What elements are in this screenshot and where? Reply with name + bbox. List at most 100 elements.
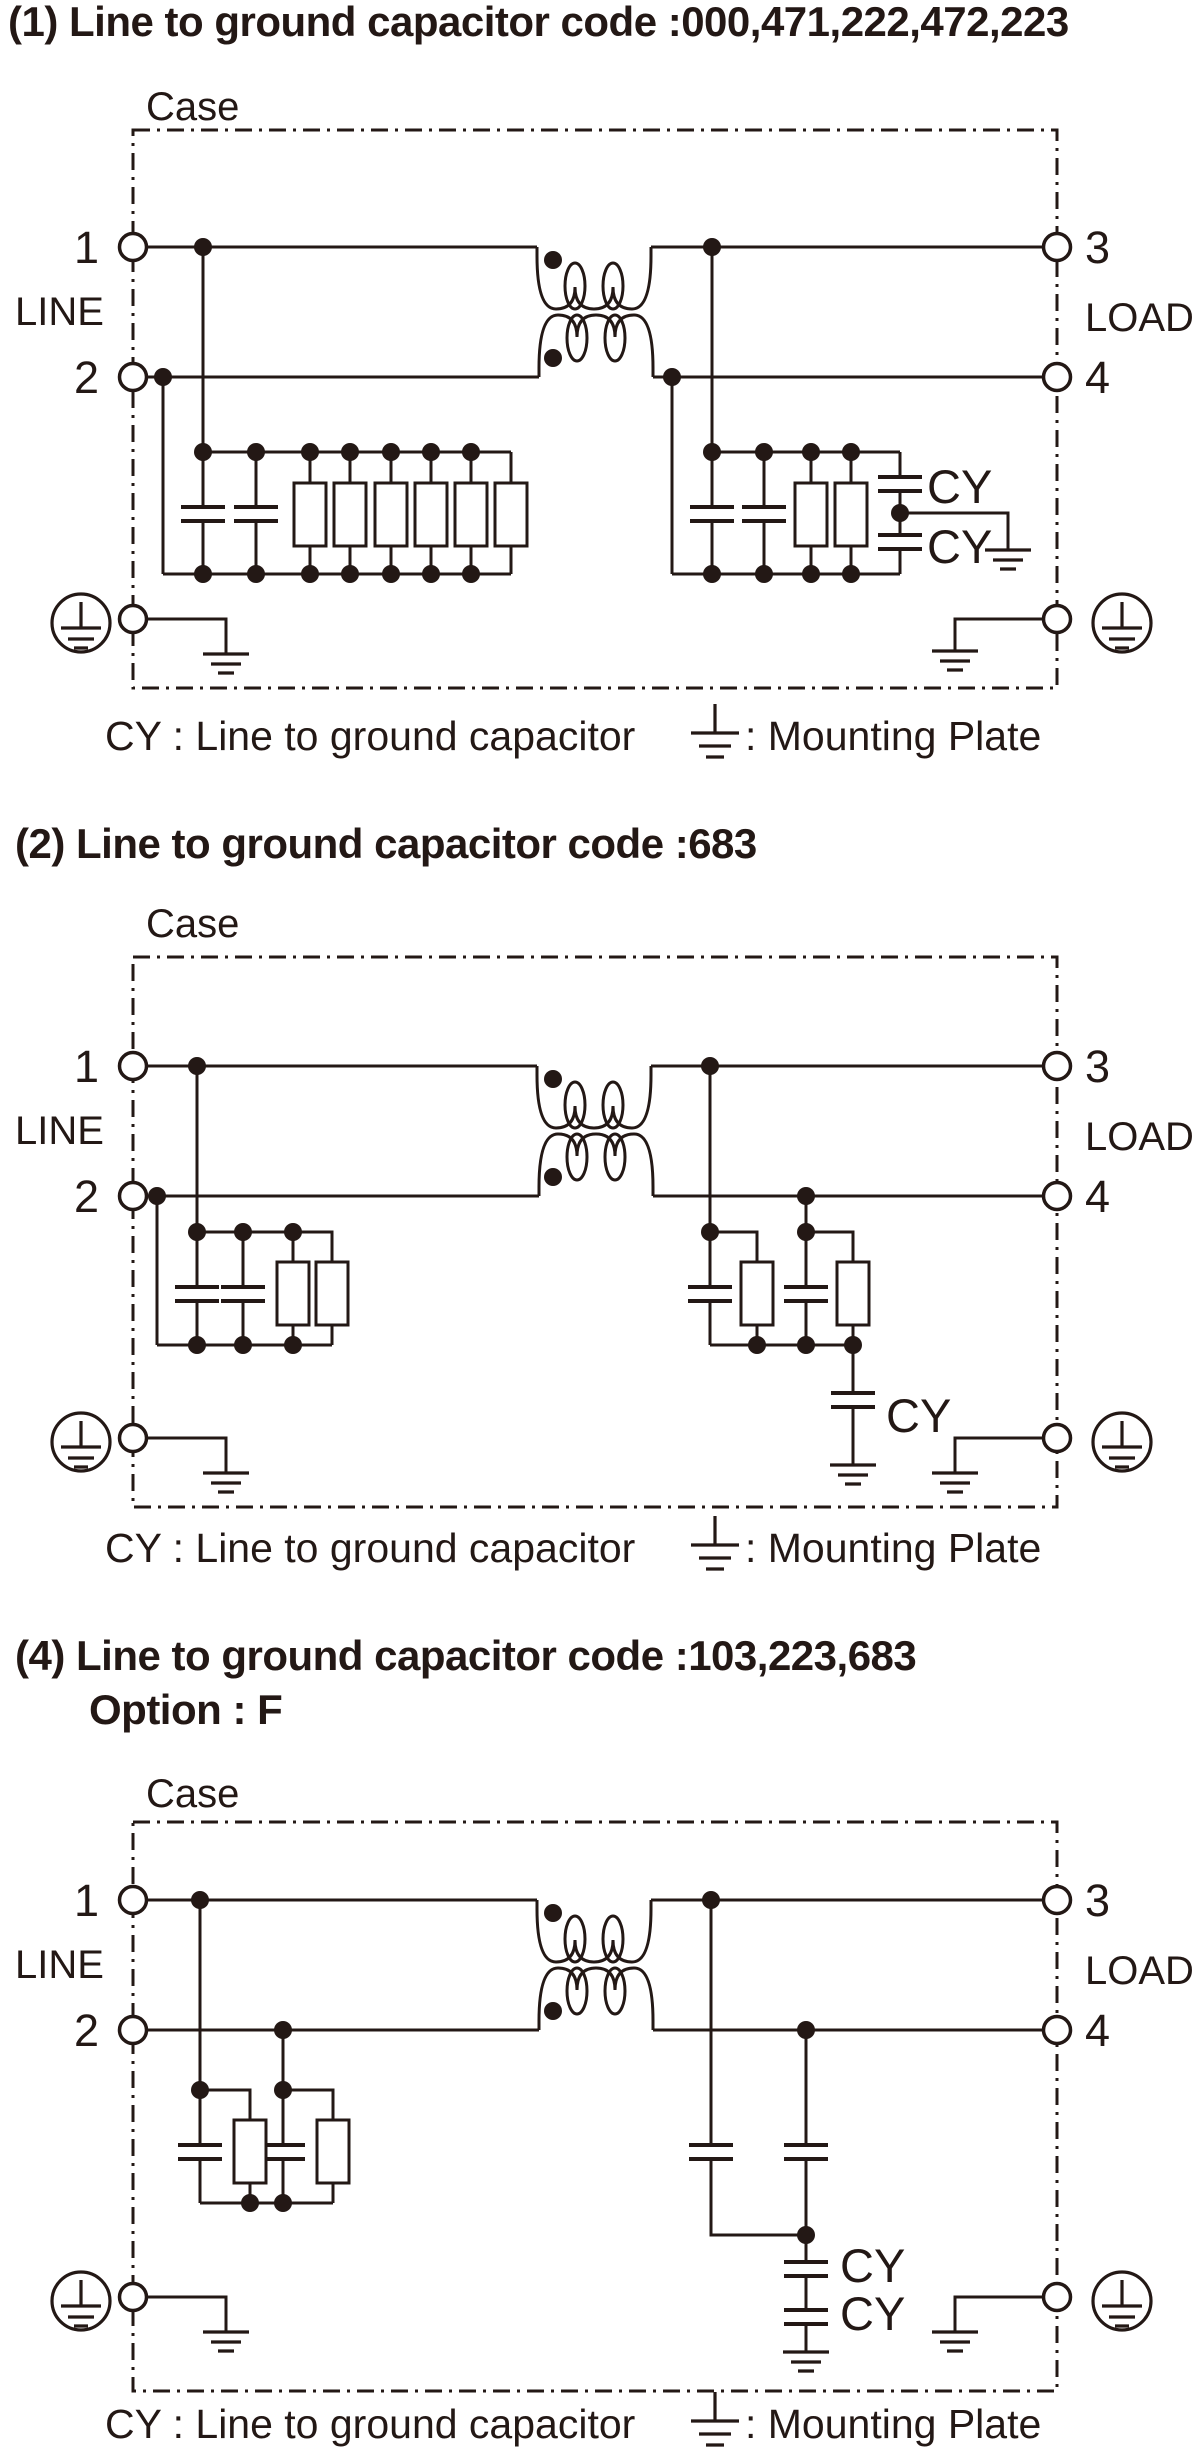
common-mode-choke — [535, 1898, 655, 2032]
cy-ground-tap — [900, 511, 1010, 550]
protective-earth-icon — [50, 592, 112, 654]
drop-wires — [161, 247, 714, 574]
box-stubs — [809, 452, 853, 574]
terminal-1-label: 1 — [74, 1875, 99, 1926]
terminal-3 — [1041, 1050, 1073, 1082]
terminal-4-label: 4 — [1085, 352, 1110, 403]
terminal-4 — [1041, 361, 1073, 393]
junction-dot — [797, 2021, 815, 2039]
junction-dots — [148, 1057, 302, 1354]
capacitor-plates — [181, 505, 278, 523]
filter-element-box — [275, 1260, 311, 1327]
box-stubs — [308, 452, 513, 574]
cy-label-top: CY — [840, 2239, 905, 2292]
case-boundary — [131, 955, 1059, 1509]
terminal-2-label: 2 — [74, 2005, 99, 2056]
legend-2: CY : Line to ground capacitor : Mounting… — [105, 1514, 1041, 1571]
protective-earth-icon — [50, 2270, 112, 2332]
legend-plate-text: : Mounting Plate — [745, 1525, 1041, 1571]
capacitor-stems — [201, 452, 258, 574]
terminal-2 — [117, 1180, 149, 1212]
capacitor-plates — [178, 2143, 305, 2161]
case-boundary — [131, 1820, 1059, 2393]
ground-icon — [828, 1463, 878, 1486]
capacitor-stems — [710, 452, 766, 574]
junction-dots — [154, 238, 721, 583]
cy-label-top: CY — [927, 460, 992, 513]
section-1-title: (1) Line to ground capacitor code :000,4… — [8, 0, 1069, 45]
ground-terminal-right — [1041, 603, 1073, 635]
case-boundary — [131, 128, 1059, 690]
filter-element-box — [373, 481, 409, 548]
legend-1: CY : Line to ground capacitor : Mounting… — [105, 702, 1041, 759]
protective-earth-icon — [50, 1411, 112, 1473]
junction-dots — [701, 1057, 862, 1354]
terminal-1 — [117, 1884, 149, 1916]
legend-plate-text: : Mounting Plate — [745, 713, 1041, 759]
terminal-3-label: 3 — [1085, 1875, 1110, 1926]
filter-element-box — [739, 1260, 775, 1327]
case-label: Case — [146, 1772, 239, 1816]
terminal-2-label: 2 — [74, 352, 99, 403]
common-mode-choke — [535, 245, 655, 379]
circuit-1: (1) Line to ground capacitor code :000,4… — [8, 0, 1194, 759]
line-label: LINE — [15, 1943, 104, 1987]
capacitor-plates — [690, 505, 786, 523]
capacitor-stems — [198, 2090, 285, 2203]
ground-icon — [201, 2330, 251, 2353]
legend-cy-text: CY : Line to ground capacitor — [105, 2401, 635, 2447]
filter-element-box — [833, 481, 869, 548]
filter-element-box — [232, 2118, 268, 2185]
ground-terminal-left — [117, 2281, 149, 2313]
ground-terminal-left — [117, 603, 149, 635]
ground-terminal-wires — [146, 2295, 1044, 2332]
ground-icon — [201, 652, 251, 675]
protective-earth-icon — [1091, 592, 1153, 654]
filter-element-box — [793, 481, 829, 548]
terminal-4-label: 4 — [1085, 2005, 1110, 2056]
capacitor-stems — [708, 1232, 808, 1345]
terminal-2 — [117, 361, 149, 393]
filter-element-box — [332, 481, 368, 548]
filter-element-box — [453, 481, 489, 548]
terminal-1 — [117, 231, 149, 263]
mounting-plate-icon — [689, 702, 741, 759]
terminal-1 — [117, 1050, 149, 1082]
ground-terminal-right — [1041, 1422, 1073, 1454]
legend-plate-text: : Mounting Plate — [745, 2401, 1041, 2447]
protective-earth-icon — [1091, 1411, 1153, 1473]
common-mode-choke — [535, 1064, 655, 1198]
load-label: LOAD — [1085, 1949, 1194, 1993]
protective-earth-icon — [1091, 2270, 1153, 2332]
ground-icon — [930, 2330, 980, 2353]
capacitor-stems — [195, 1232, 245, 1345]
terminal-1-label: 1 — [74, 1041, 99, 1092]
terminal-3 — [1041, 231, 1073, 263]
terminal-1-label: 1 — [74, 222, 99, 273]
capacitor-plates — [688, 1285, 828, 1303]
junction-dots — [191, 1891, 292, 2212]
ground-icon — [201, 1471, 251, 1494]
cy-capacitor-plates — [784, 2260, 828, 2326]
ground-icon — [930, 649, 980, 672]
filter-element-box — [835, 1260, 871, 1327]
bus-left — [200, 2088, 335, 2205]
ground-terminal-left — [117, 1422, 149, 1454]
ground-terminal-right — [1041, 2281, 1073, 2313]
junction-dots — [703, 443, 909, 583]
capacitor-plates — [689, 2143, 828, 2161]
drop-wires — [155, 1066, 808, 1345]
filter-element-box — [315, 2118, 351, 2185]
terminal-2-label: 2 — [74, 1171, 99, 1222]
case-label: Case — [146, 85, 239, 129]
filter-element-box — [314, 1260, 350, 1327]
filter-element-box — [292, 481, 328, 548]
section-2-title: (2) Line to ground capacitor code :683 — [15, 820, 757, 867]
capacitor-join-wire — [709, 2159, 808, 2237]
terminal-4 — [1041, 2014, 1073, 2046]
capacitor-plates — [175, 1285, 265, 1303]
load-label: LOAD — [1085, 296, 1194, 340]
cy-label: CY — [886, 1389, 951, 1442]
